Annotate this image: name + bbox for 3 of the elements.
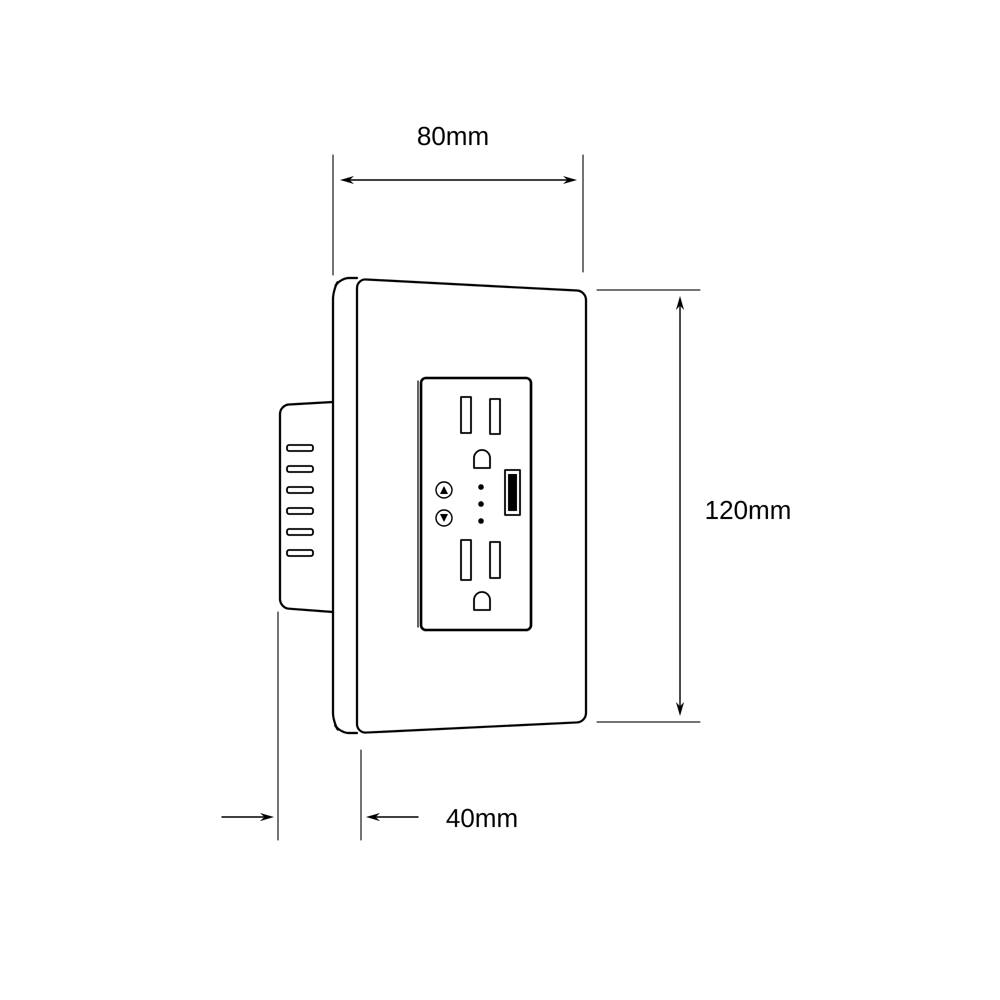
dimension-label: 40mm bbox=[446, 808, 516, 828]
dimension-label: 80mm bbox=[418, 126, 488, 146]
dimension-label: 120mm bbox=[706, 500, 790, 520]
